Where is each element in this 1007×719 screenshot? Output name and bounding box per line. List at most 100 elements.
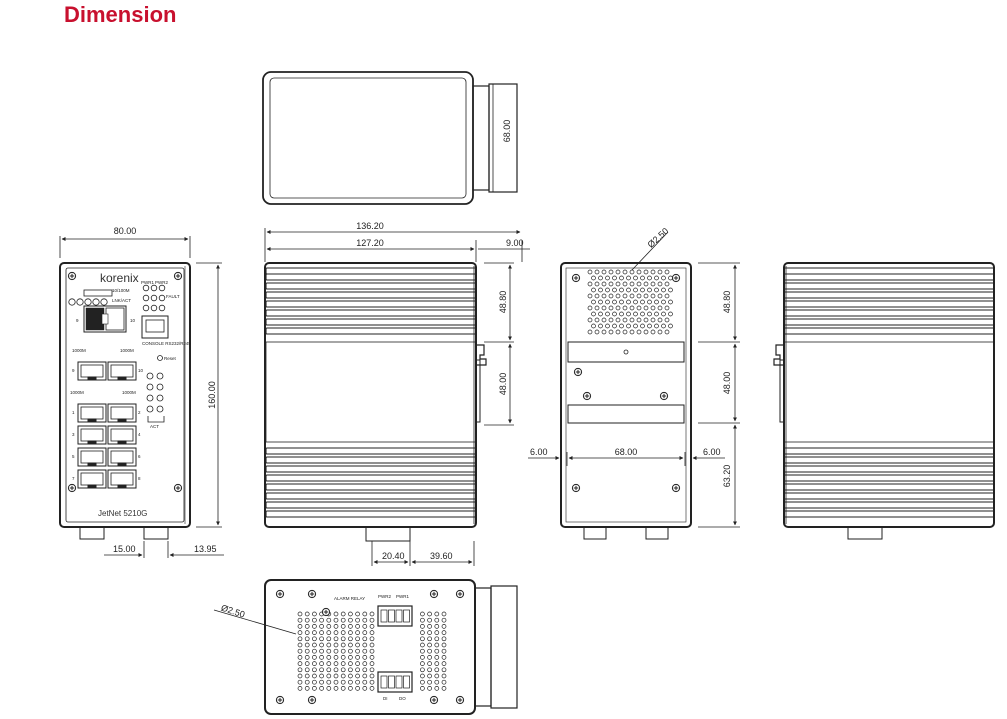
vent-hole: [615, 305, 621, 311]
vent-hole: [640, 311, 645, 317]
vent-hole: [654, 299, 659, 305]
vent-hole: [664, 329, 670, 335]
cooling-fin: [783, 282, 995, 290]
vent-hole: [297, 686, 303, 691]
vent-hole: [369, 655, 375, 660]
vent-hole: [598, 287, 603, 293]
vent-hole: [657, 269, 663, 275]
vent-hole: [427, 686, 432, 691]
vent-hole: [362, 624, 368, 629]
vent-hole: [312, 673, 317, 679]
label-port-5: 5: [72, 454, 75, 459]
cooling-fin: [265, 282, 477, 290]
label-do: DO: [399, 696, 406, 701]
vent-hole: [304, 611, 310, 617]
vent-hole: [608, 305, 614, 311]
vent-hole: [355, 655, 360, 660]
vent-hole: [348, 648, 353, 654]
cooling-fin: [265, 300, 477, 308]
cooling-fin: [783, 309, 995, 317]
vent-hole: [348, 661, 353, 666]
label-sfp-right: 10: [130, 318, 136, 323]
vent-hole: [657, 329, 663, 335]
vent-hole: [629, 329, 635, 335]
vent-hole: [369, 624, 375, 629]
vent-hole: [608, 329, 614, 335]
vent-hole: [591, 311, 596, 317]
vent-hole: [615, 317, 621, 323]
vent-hole: [348, 642, 353, 648]
vent-hole: [362, 617, 368, 623]
vent-hole: [601, 269, 607, 275]
vent-hole: [434, 686, 440, 691]
vent-hole: [622, 305, 628, 311]
vent-hole: [326, 686, 332, 691]
vent-hole: [427, 617, 432, 623]
vent-hole: [297, 617, 303, 623]
vent-hole: [319, 667, 324, 673]
label-led-b: LNK/ACT: [112, 298, 131, 303]
label-led-a: 10/100M: [112, 288, 130, 293]
vent-hole: [326, 655, 332, 660]
vent-hole: [594, 269, 600, 275]
cooling-fin: [265, 501, 477, 509]
vent-hole: [355, 661, 360, 666]
vent-hole: [312, 661, 317, 666]
vent-hole: [615, 329, 621, 335]
label-di: DI: [383, 696, 388, 701]
vent-hole: [601, 317, 607, 323]
vent-hole: [612, 275, 617, 281]
vent-hole: [312, 630, 317, 635]
terminal-pin: [380, 675, 388, 689]
dim-back-bottom: 63.20: [722, 465, 732, 488]
vent-hole: [362, 636, 368, 642]
vent-hole: [304, 642, 310, 648]
vent-hole: [333, 661, 339, 666]
vent-hole: [355, 648, 360, 654]
label-port-7: 7: [72, 476, 75, 481]
vent-hole: [612, 299, 617, 305]
vent-hole: [420, 667, 425, 673]
label-speed-left: 1000M: [72, 348, 86, 353]
vent-hole: [362, 630, 368, 635]
vent-hole: [369, 648, 375, 654]
vent-hole: [622, 329, 628, 335]
vent-hole: [441, 667, 447, 673]
vent-hole: [629, 317, 635, 323]
vent-hole: [668, 311, 673, 317]
label-fault: FAULT: [166, 294, 180, 299]
vent-hole: [591, 323, 596, 329]
vent-hole: [654, 275, 659, 281]
vent-hole: [369, 636, 375, 642]
vent-hole: [629, 305, 635, 311]
dim-front-height: 160.00: [207, 381, 217, 409]
vent-hole: [340, 679, 346, 685]
vent-hole: [333, 630, 339, 635]
cooling-fin: [265, 447, 477, 455]
vent-hole: [650, 281, 656, 287]
vent-hole: [668, 323, 673, 329]
vent-hole: [601, 293, 607, 299]
vent-hole: [626, 299, 631, 305]
vent-hole: [643, 269, 649, 275]
vent-hole: [304, 673, 310, 679]
vent-hole: [427, 673, 432, 679]
vent-hole: [420, 642, 425, 648]
vent-hole: [326, 673, 332, 679]
vent-hole: [312, 655, 317, 660]
vent-hole: [348, 686, 353, 691]
vent-hole: [319, 617, 324, 623]
vent-hole: [626, 311, 631, 317]
vent-hole: [326, 630, 332, 635]
vent-hole: [333, 667, 339, 673]
dim-hole-back: Ø2.50: [646, 226, 671, 250]
vent-hole: [605, 299, 610, 305]
vent-hole: [362, 648, 368, 654]
label-speed-right: 1000M: [120, 348, 134, 353]
vent-hole: [420, 611, 425, 617]
vent-hole: [312, 686, 317, 691]
vent-hole: [369, 617, 375, 623]
vent-hole: [647, 287, 652, 293]
vent-hole: [612, 323, 617, 329]
vent-hole: [420, 655, 425, 660]
